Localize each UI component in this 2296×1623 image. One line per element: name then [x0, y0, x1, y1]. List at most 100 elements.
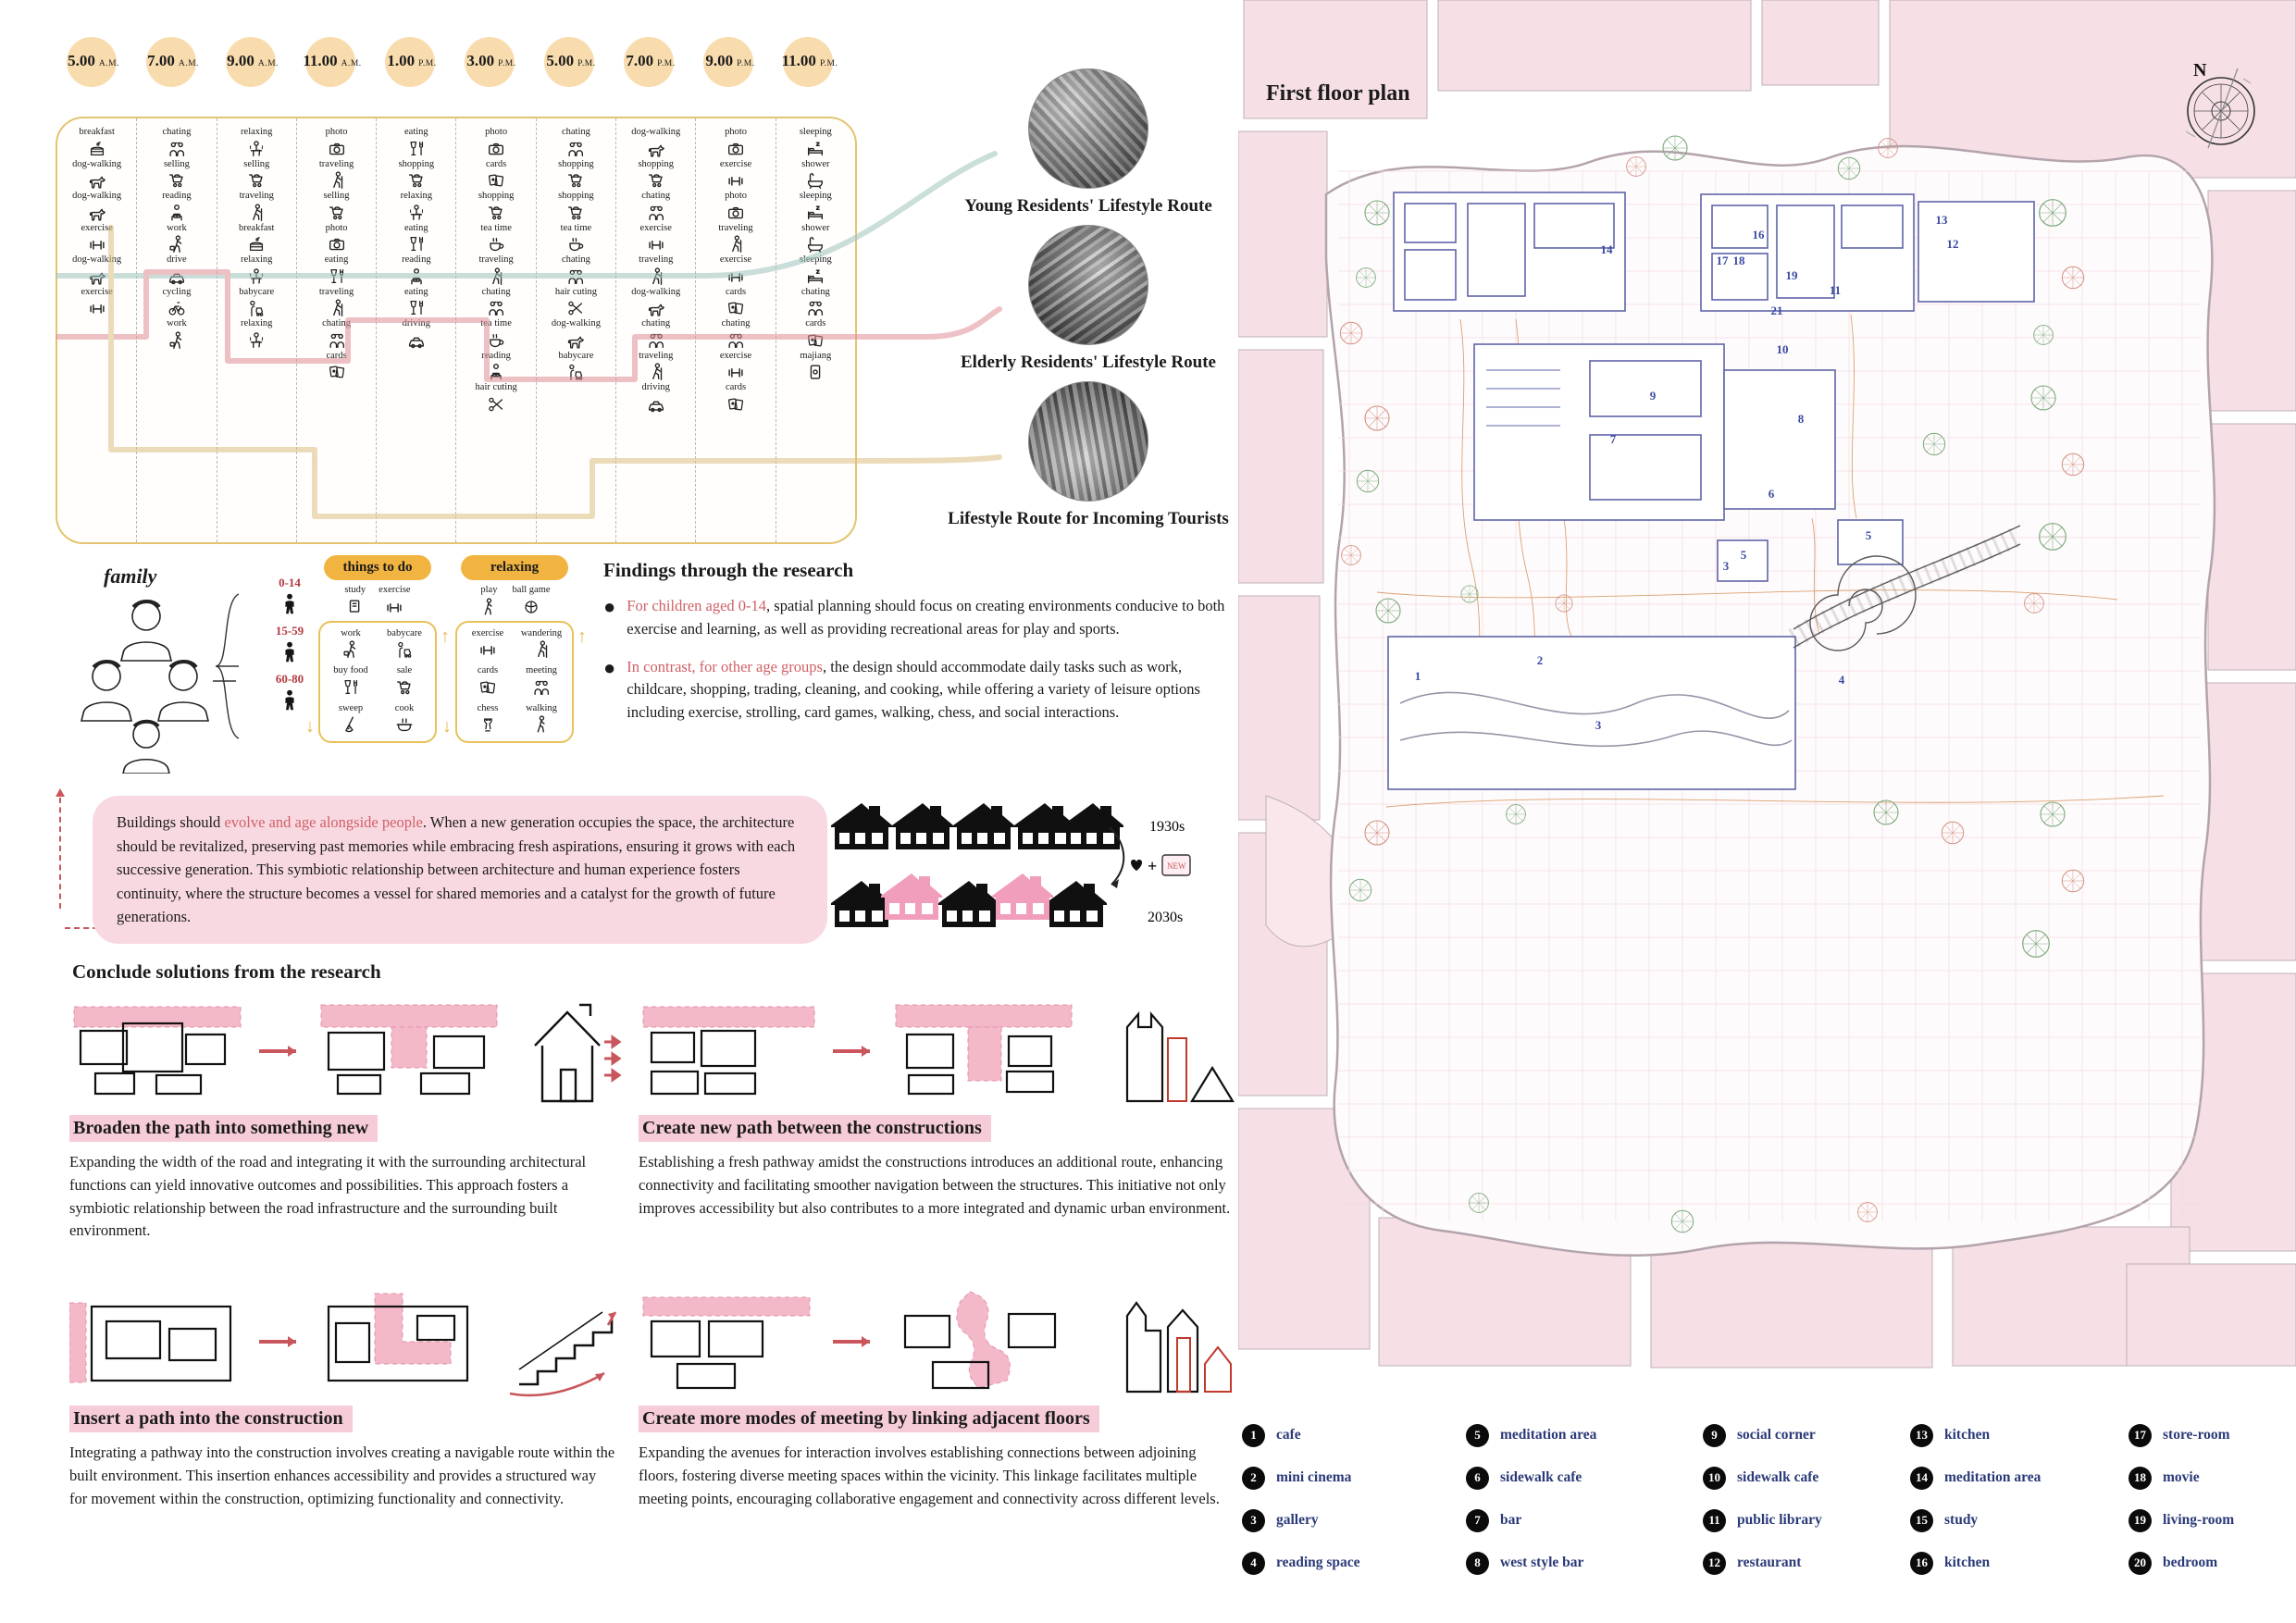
- route-card-1: Elderly Residents' Lifestyle Route: [961, 225, 1216, 373]
- tree-icon: [2061, 452, 2085, 477]
- activity-tea-time: tea time: [480, 223, 512, 255]
- legend-label: reading space: [1276, 1555, 1360, 1570]
- hiker-icon: [652, 363, 662, 380]
- activity-traveling: traveling: [318, 158, 354, 192]
- tree-icon: [1364, 200, 1390, 226]
- activity-label: dog-walking: [551, 318, 601, 328]
- tree-icon: [2040, 801, 2066, 827]
- activity-study: study: [344, 585, 366, 617]
- activity-label: eating: [404, 286, 428, 297]
- activity-label: exercise: [81, 286, 113, 297]
- activity-label: chating: [800, 286, 830, 297]
- activity-label: chating: [322, 318, 351, 328]
- era-2030s-label: 2030s: [1148, 910, 1183, 925]
- plan-room-number-19: 19: [1786, 268, 1799, 282]
- activity-driving: driving: [642, 382, 670, 415]
- arrow-up-icon: [56, 788, 65, 797]
- activity-label: relaxing: [241, 127, 273, 137]
- activity-chating: chating: [641, 318, 670, 351]
- solution-link-floors: Create more modes of meeting by linking …: [639, 1288, 1238, 1510]
- plan-room-number-16: 16: [1753, 228, 1766, 242]
- route-photo: [1027, 381, 1148, 502]
- activity-dog-walking: dog-walking: [551, 318, 601, 351]
- camera-icon: [727, 142, 744, 155]
- time-label: 7.00 A.M.: [147, 52, 199, 69]
- activity-label: work: [167, 318, 187, 328]
- activity-meeting: meeting: [526, 665, 557, 698]
- compass-icon: N: [2185, 60, 2255, 149]
- age-group-60-80: 60-80: [239, 672, 341, 714]
- tree-icon: [1941, 821, 1965, 845]
- cart-icon: [329, 205, 343, 219]
- time-label: 7.00 P.M.: [626, 52, 676, 69]
- chat-icon: [728, 333, 744, 348]
- activity-sweep: sweep: [339, 703, 363, 736]
- activity-dog-walking: dog-walking: [631, 287, 680, 319]
- dashed-frame: [59, 798, 61, 909]
- legend-label: restaurant: [1737, 1555, 1802, 1570]
- legend-number-badge: 15: [1910, 1508, 1933, 1532]
- time-bubble: [465, 37, 515, 87]
- eat-icon: [344, 679, 358, 694]
- activity-chating: chating: [322, 318, 351, 351]
- activity-label: traveling: [239, 191, 274, 201]
- cards-icon: [329, 365, 344, 378]
- activity-label: breakfast: [79, 127, 115, 137]
- activity-label: drive: [167, 254, 187, 265]
- tree-icon: [2061, 266, 2085, 290]
- bullet-dot: ●: [603, 655, 616, 679]
- activity-buy-food: buy food: [333, 665, 368, 698]
- activity-hair-cuting: hair cuting: [476, 382, 517, 415]
- heart-icon: [1131, 860, 1142, 871]
- activity-label: cards: [326, 350, 347, 361]
- chat-icon: [568, 142, 584, 156]
- plan-room-number-13: 13: [1936, 213, 1949, 227]
- tree-icon: [1469, 1193, 1489, 1213]
- weights-icon: [649, 241, 664, 250]
- findings-section: Findings through the research ● For chil…: [603, 559, 1242, 739]
- legend-number-badge: 19: [2128, 1508, 2152, 1532]
- plan-room-number-10: 10: [1777, 342, 1789, 356]
- activity-traveling: traveling: [639, 254, 674, 287]
- activity-babycare: babycare: [387, 628, 422, 661]
- route-label: Lifestyle Route for Incoming Tourists: [948, 509, 1229, 528]
- evolve-statement: Buildings should evolve and age alongsid…: [93, 796, 827, 944]
- activity-label: buy food: [333, 665, 368, 675]
- activity-label: traveling: [639, 254, 674, 265]
- activity-label: cards: [486, 158, 507, 169]
- legend-number-badge: 11: [1703, 1508, 1726, 1532]
- activity-relaxing: relaxing: [241, 318, 272, 351]
- activity-label: traveling: [318, 158, 354, 169]
- bullet-lead: For children aged 0-14: [627, 597, 767, 614]
- activity-label: cards: [725, 286, 747, 297]
- bike-icon: [168, 302, 185, 316]
- activity-label: photo: [325, 127, 348, 137]
- age-label: 60-80: [275, 672, 304, 686]
- activity-cards: cards: [326, 350, 347, 383]
- activity-label: selling: [163, 158, 190, 169]
- activity-exercise: exercise: [81, 223, 113, 255]
- activity-label: chess: [477, 702, 499, 713]
- tree-icon: [2061, 869, 2085, 893]
- legend-number-badge: 3: [1242, 1508, 1265, 1532]
- hiker-icon: [732, 235, 742, 253]
- plan-room-number-9: 9: [1650, 389, 1657, 403]
- time-bubble: [226, 37, 276, 87]
- activity-label: chating: [721, 318, 751, 328]
- book-icon: [349, 599, 360, 613]
- activity-babycare: babycare: [239, 287, 274, 319]
- legend-label: kitchen: [1944, 1427, 1991, 1443]
- bed-icon: [808, 204, 824, 219]
